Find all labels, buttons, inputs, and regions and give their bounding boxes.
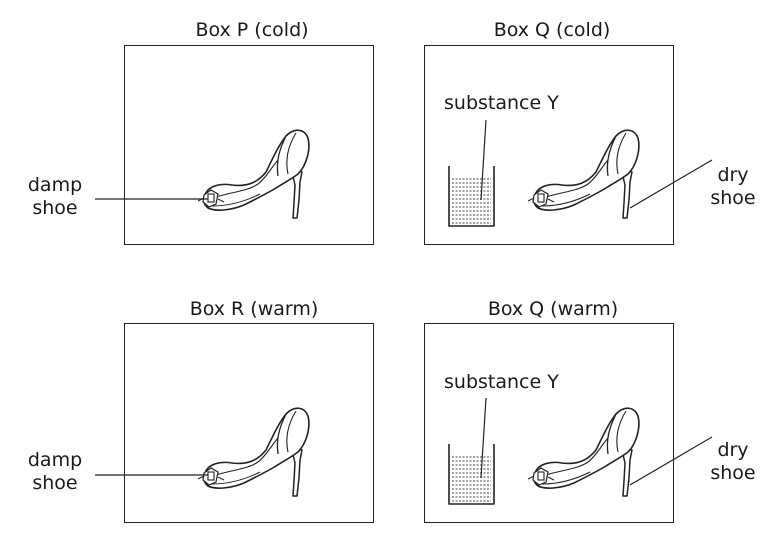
leader-line-box-q-cold [629,159,713,209]
leader-line-box-q-warm [629,436,713,486]
panel-title-box-q-cold: Box Q (cold) [493,19,611,41]
shoe-label-box-q-warm: dry shoe [700,439,766,485]
dry-shoe-box-q-cold [527,129,640,219]
substance-label-box-q-warm: substance Y [444,371,559,393]
substance-leader-box-q-cold [480,119,487,201]
shoe-label-line-1: damp [27,449,83,471]
shoe-label-line-1: dry [717,439,749,461]
shoe-label-box-r: damp shoe [22,449,88,495]
shoe-label-line-1: damp [27,174,83,196]
shoe-label-line-2: shoe [710,462,756,484]
panel-title-box-r-warm: Box R (warm) [189,298,319,320]
damp-shoe-box-p [197,129,310,219]
beaker-box-q-cold [448,165,495,227]
shoe-label-line-2: shoe [710,187,756,209]
box-r-warm [124,323,374,523]
box-p-cold [124,45,374,245]
damp-shoe-box-r [197,407,310,497]
panel-title-box-p-cold: Box P (cold) [195,19,309,41]
shoe-label-box-p: damp shoe [22,174,88,220]
substance-leader-box-q-warm [480,397,487,479]
dry-shoe-box-q-warm [527,407,640,497]
panel-title-box-q-warm: Box Q (warm) [487,298,619,320]
shoe-label-line-1: dry [717,164,749,186]
shoe-label-line-2: shoe [32,197,78,219]
shoe-label-line-2: shoe [32,472,78,494]
shoe-label-box-q-cold: dry shoe [700,164,766,210]
substance-label-box-q-cold: substance Y [444,92,559,114]
beaker-box-q-warm [448,443,495,505]
